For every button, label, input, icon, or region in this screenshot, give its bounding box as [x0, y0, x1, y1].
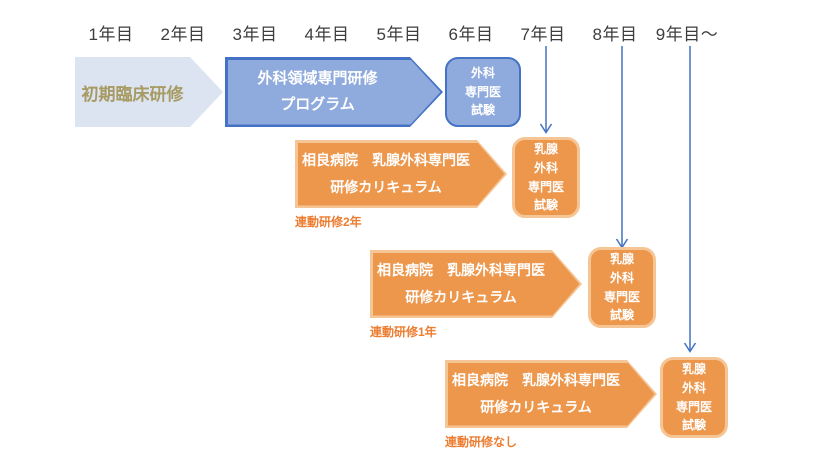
curriculum-arrow-none-fill [448, 363, 655, 426]
surgical-exam-label: 外科 専門医 試験 [464, 66, 501, 118]
curriculum-label-2y: 相良病院 乳腺外科専門医 研修カリキュラム [302, 152, 470, 195]
down-arrow-year7-icon [539, 46, 553, 134]
breast-exam-box-1y: 乳腺 外科 専門医 試験 [588, 247, 656, 328]
curriculum-label-1y: 相良病院 乳腺外科専門医 研修カリキュラム [377, 262, 545, 305]
year-label-3: 3年目 [232, 25, 278, 44]
curriculum-label-none: 相良病院 乳腺外科専門医 研修カリキュラム [452, 372, 620, 415]
down-arrow-year9-icon [683, 46, 697, 353]
initial-training-label: 初期臨床研修 [81, 84, 184, 104]
surgical-program-label: 外科領域専門研修 プログラム [257, 69, 378, 113]
linkage-note-2y: 連動研修2年 [295, 215, 362, 229]
year-label-4: 4年目 [304, 25, 350, 44]
year-label-9: 9年目～ [655, 25, 719, 44]
year-label-7: 7年目 [520, 25, 566, 44]
breast-exam-label-none: 乳腺 外科 専門医 試験 [675, 362, 712, 433]
down-arrow-year8-icon [615, 46, 629, 249]
year-label-6: 6年目 [448, 25, 494, 44]
linkage-note-1y: 連動研修1年 [370, 325, 437, 339]
curriculum-arrow-2y-fill [298, 143, 505, 206]
surgical-exam-box: 外科 専門医 試験 [445, 57, 521, 127]
linkage-note-none: 連動研修なし [445, 435, 518, 449]
breast-exam-box-none: 乳腺 外科 専門医 試験 [660, 357, 728, 438]
surgical-program-arrow: 外科領域専門研修 プログラム [225, 57, 443, 127]
curriculum-arrow-2y: 相良病院 乳腺外科専門医 研修カリキュラム [295, 140, 507, 208]
initial-training-arrow: 初期臨床研修 [75, 57, 223, 127]
curriculum-arrow-none: 相良病院 乳腺外科専門医 研修カリキュラム [445, 360, 657, 428]
surgical-program-arrow-fill [228, 60, 441, 125]
breast-exam-label-2y: 乳腺 外科 専門医 試験 [527, 142, 564, 213]
curriculum-arrow-1y-fill [373, 253, 580, 316]
breast-exam-box-2y: 乳腺 外科 専門医 試験 [512, 137, 580, 218]
initial-training-arrow-shape [75, 57, 223, 127]
year-label-5: 5年目 [376, 25, 422, 44]
year-label-1: 1年目 [88, 25, 134, 44]
year-label-2: 2年目 [160, 25, 206, 44]
year-label-8: 8年目 [592, 25, 638, 44]
curriculum-arrow-1y: 相良病院 乳腺外科専門医 研修カリキュラム [370, 250, 582, 318]
breast-exam-label-1y: 乳腺 外科 専門医 試験 [603, 252, 640, 323]
year-axis: 1年目 2年目 3年目 4年目 5年目 6年目 7年目 8年目 9年目～ [75, 20, 723, 45]
